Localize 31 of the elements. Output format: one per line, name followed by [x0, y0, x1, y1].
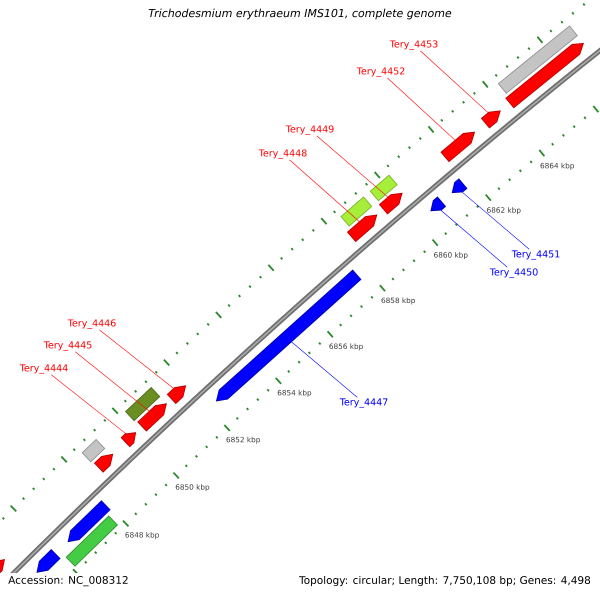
- gene-label: Tery_4453: [390, 40, 438, 50]
- accession-text: Accession: NC_008312: [8, 576, 128, 586]
- leader-line: [440, 210, 508, 268]
- gene-block: [120, 432, 136, 448]
- leader-line: [74, 352, 150, 412]
- gene-label: Tery_4446: [68, 319, 116, 329]
- gene-label: Tery_4451: [512, 250, 560, 260]
- leader-line: [420, 50, 488, 114]
- gene-block: [452, 178, 468, 194]
- leader-line: [290, 341, 358, 398]
- leader-line: [387, 78, 456, 140]
- feature-bar: [370, 174, 398, 202]
- genome-info-text: Topology: circular; Length: 7,750,108 bp; Genes: 4,498: [299, 576, 590, 586]
- feature-bar: [498, 25, 578, 94]
- gene-label: Tery_4445: [44, 341, 92, 351]
- feature-bar: [66, 515, 118, 567]
- gene-label: Tery_4447: [340, 398, 388, 408]
- gene-label: Tery_4450: [490, 268, 538, 278]
- gene-label: Tery_4444: [20, 364, 68, 374]
- gene-label: Tery_4452: [356, 67, 404, 77]
- gene-label: Tery_4449: [286, 125, 334, 135]
- gene-block: [505, 42, 584, 108]
- feature-bar: [82, 438, 106, 462]
- leader-line: [51, 374, 126, 434]
- gene-label: Tery_4448: [258, 149, 307, 159]
- leader-line: [99, 330, 174, 389]
- gene-block: [0, 559, 5, 573]
- title: Trichodesmium erythraeum IMS101, complete genome: [148, 8, 452, 20]
- leader-line: [316, 136, 388, 198]
- leader-line: [289, 160, 360, 222]
- leader-line: [462, 192, 530, 250]
